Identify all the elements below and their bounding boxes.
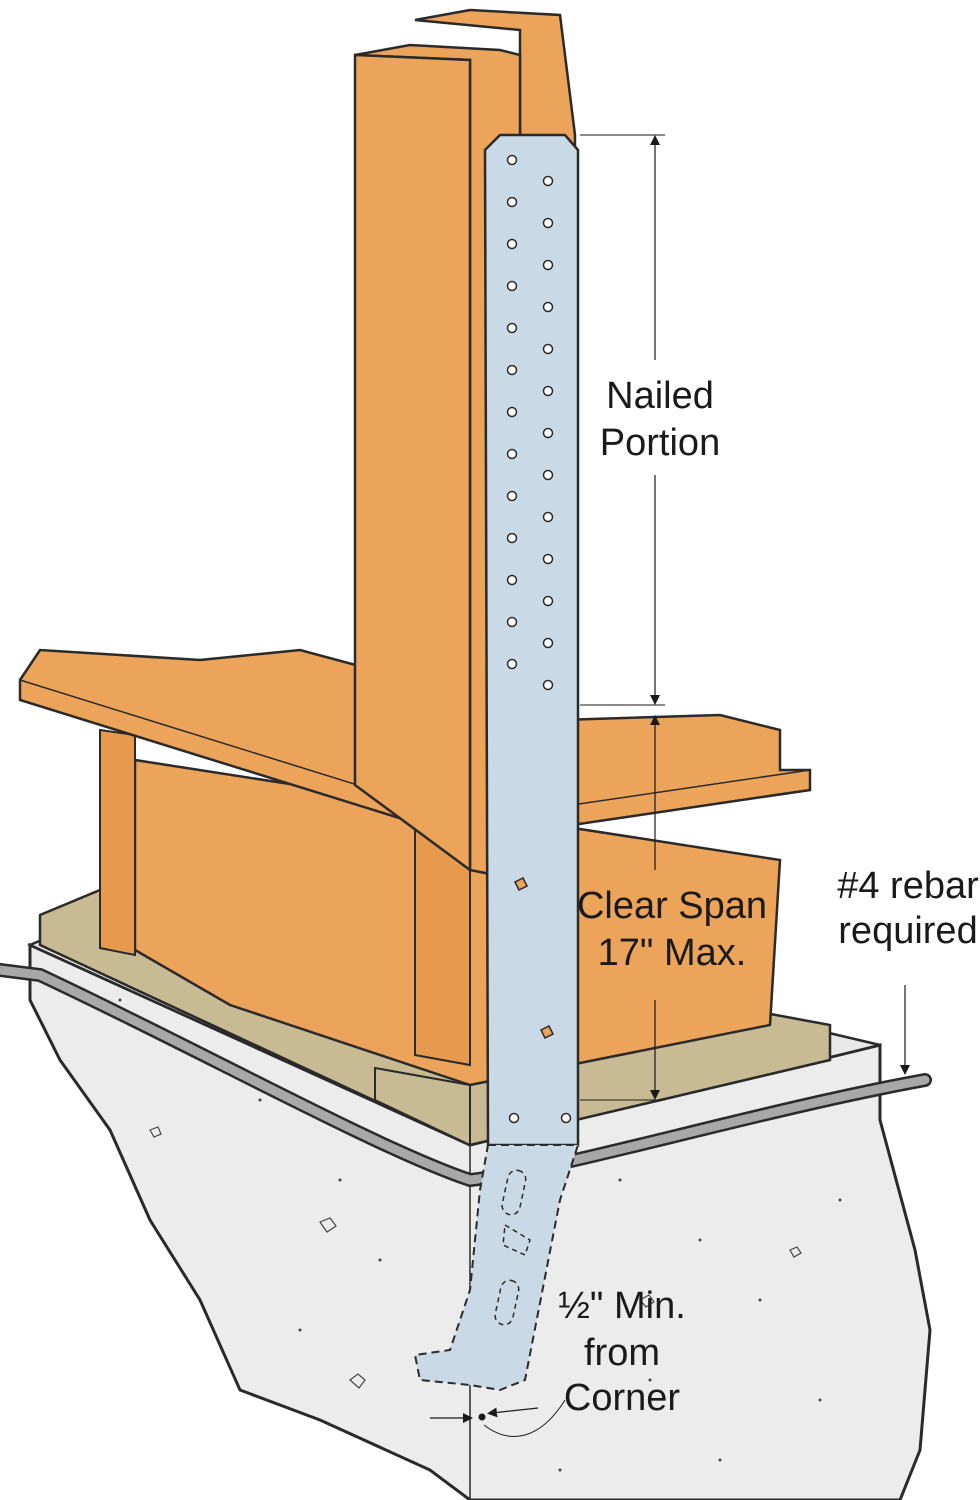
strap-nail-holes xyxy=(506,154,572,1124)
nail-hole-27 xyxy=(560,1112,572,1124)
label-nailed-line1: Nailed xyxy=(606,375,714,417)
label-clear-span-line2: 17" Max. xyxy=(598,932,747,974)
dimension-min-from-corner xyxy=(430,1399,566,1437)
nail-hole-9 xyxy=(542,343,554,355)
nail-hole-4 xyxy=(506,238,518,250)
nail-hole-14 xyxy=(506,448,518,460)
nail-hole-25 xyxy=(542,679,554,691)
nail-hole-2 xyxy=(506,196,518,208)
nail-hole-16 xyxy=(506,490,518,502)
nail-hole-21 xyxy=(542,595,554,607)
label-clear-span-line1: Clear Span xyxy=(577,885,767,927)
label-min-line1: ½" Min. xyxy=(558,1285,686,1327)
nail-hole-22 xyxy=(506,616,518,628)
nail-hole-7 xyxy=(542,301,554,313)
nail-hole-3 xyxy=(542,217,554,229)
concrete-aggregate xyxy=(149,1126,802,1389)
nail-hole-17 xyxy=(542,511,554,523)
nail-hole-0 xyxy=(506,154,518,166)
nail-hole-12 xyxy=(506,406,518,418)
nail-hole-1 xyxy=(542,175,554,187)
nail-hole-18 xyxy=(506,532,518,544)
nail-hole-24 xyxy=(506,658,518,670)
dimension-nailed-portion xyxy=(580,134,665,706)
nail-hole-13 xyxy=(542,427,554,439)
nail-hole-26 xyxy=(508,1112,520,1124)
nail-hole-15 xyxy=(542,469,554,481)
label-rebar-line1: #4 rebar xyxy=(837,865,979,907)
strap-holdown xyxy=(413,133,580,1392)
label-nailed-line2: Portion xyxy=(600,422,720,464)
nail-hole-6 xyxy=(506,280,518,292)
rebar xyxy=(0,963,932,1188)
dimension-clear-span xyxy=(580,715,665,1101)
nail-hole-10 xyxy=(506,364,518,376)
nail-hole-5 xyxy=(542,259,554,271)
label-min-line2: from xyxy=(584,1332,660,1374)
nail-hole-19 xyxy=(542,553,554,565)
nail-hole-20 xyxy=(506,574,518,586)
nail-hole-23 xyxy=(542,637,554,649)
nail-hole-11 xyxy=(542,385,554,397)
label-rebar-line2: required xyxy=(838,910,977,952)
nail-hole-8 xyxy=(506,322,518,334)
label-min-line3: Corner xyxy=(564,1377,680,1419)
